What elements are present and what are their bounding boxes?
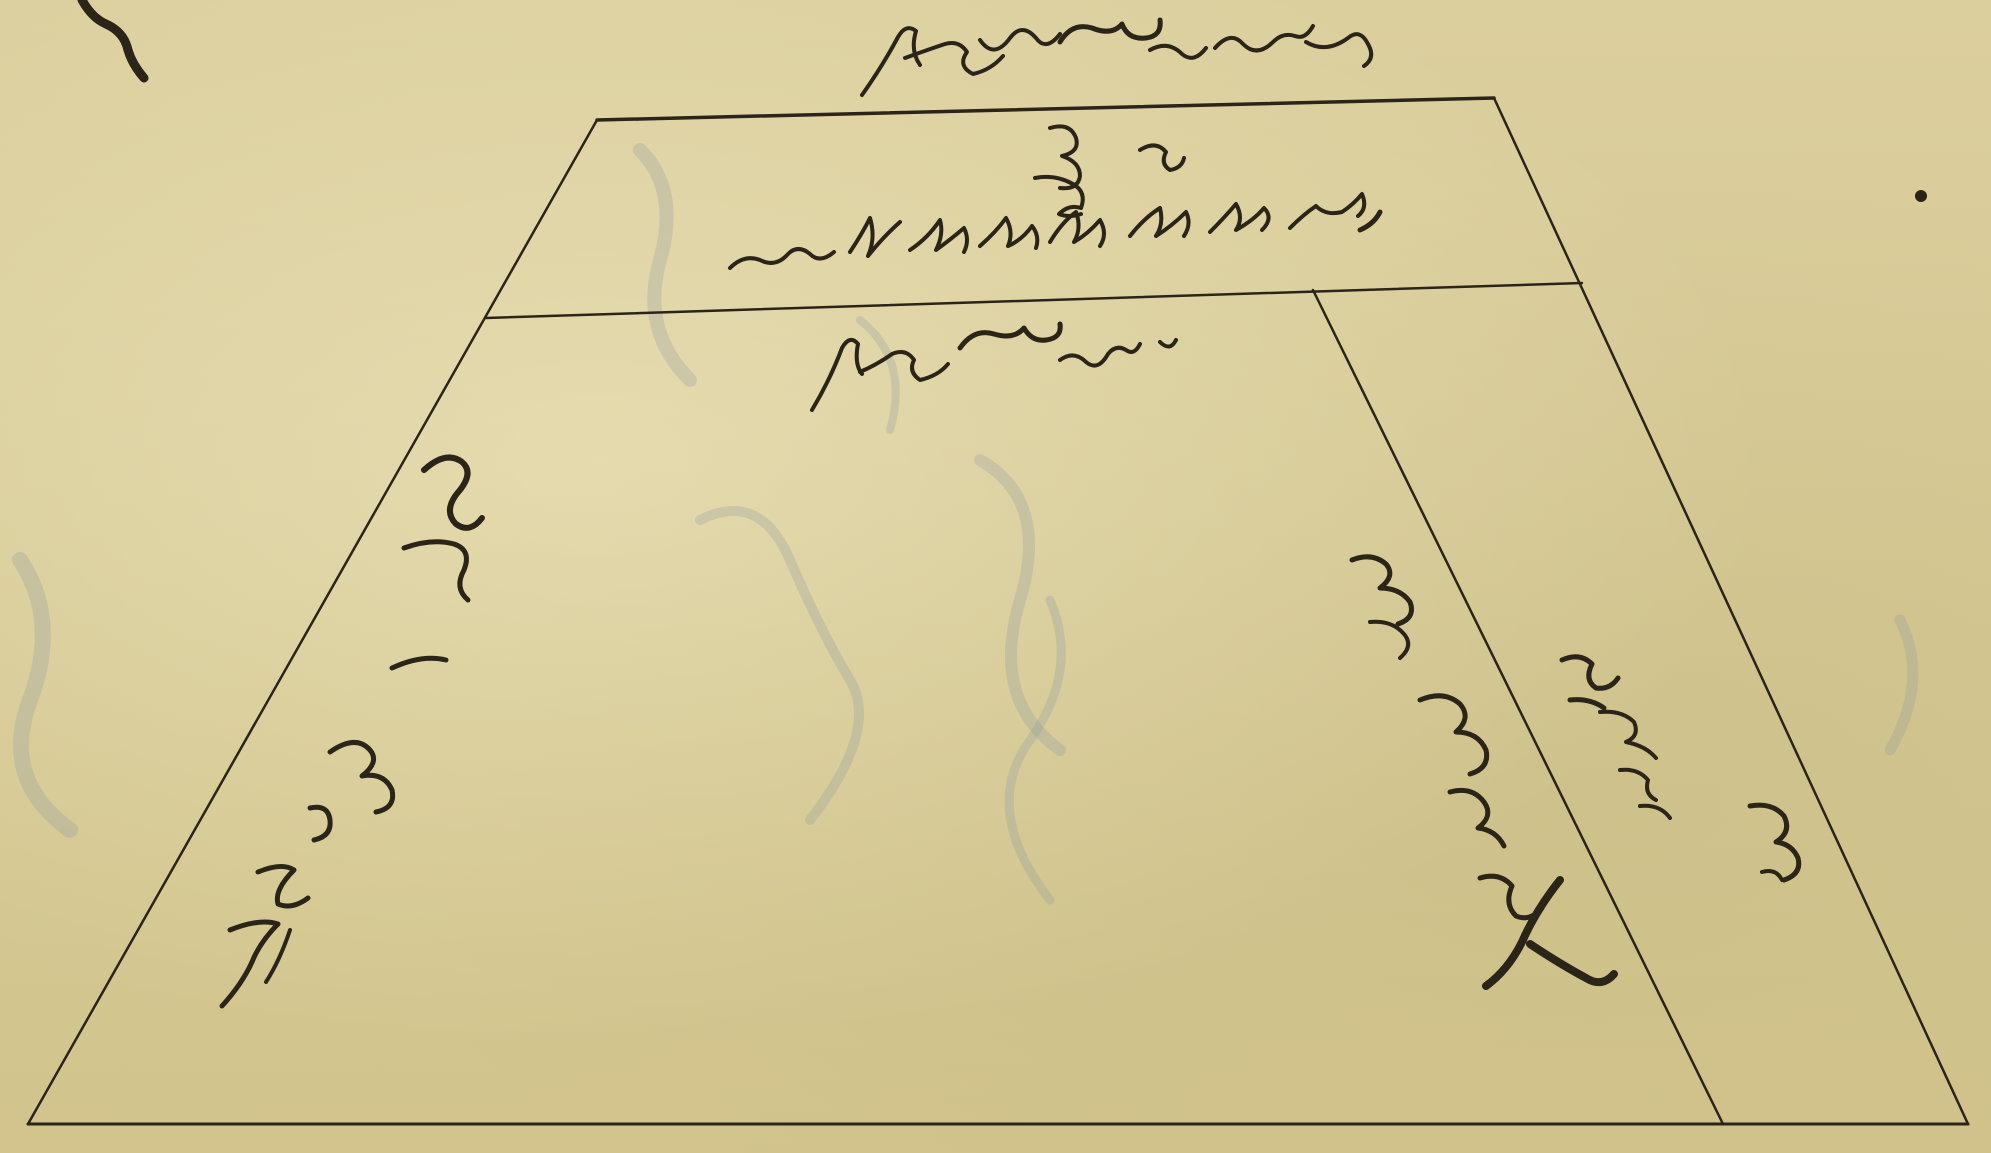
left-edge-line (26, 118, 599, 1126)
right-inner-label (1349, 554, 1618, 990)
left-side-label (219, 454, 485, 1009)
ruled-lines (26, 96, 1970, 1126)
bleed-through-marks (12, 143, 1919, 905)
right-outer-label (1559, 654, 1802, 883)
header-divider-line (484, 281, 1584, 320)
inner-top-label (810, 321, 1178, 412)
top-edge-line (595, 96, 1496, 122)
right-edge-line (1492, 96, 1970, 1126)
inner-diagonal-line (1311, 288, 1725, 1126)
top-outer-label (860, 17, 1374, 97)
ink-dot (1915, 190, 1927, 202)
header-band-long (728, 192, 1383, 270)
header-band-short (1033, 124, 1186, 218)
ink-fibre-mark (77, 0, 149, 83)
